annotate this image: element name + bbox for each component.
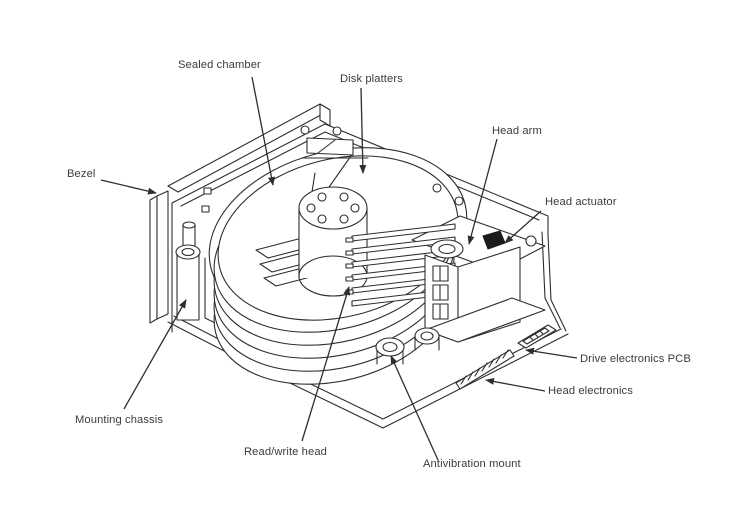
spindle-hub bbox=[298, 186, 368, 297]
drive-electronics-pcb bbox=[455, 324, 557, 390]
lid-screw bbox=[203, 187, 212, 195]
read-write-head-slider bbox=[345, 263, 354, 269]
label-bezel: Bezel bbox=[67, 168, 96, 180]
label-antivibration-mount: Antivibration mount bbox=[423, 458, 521, 470]
callout-sealed-chamber: Sealed chamber bbox=[178, 59, 275, 186]
read-write-head-slider bbox=[345, 250, 354, 256]
callout-mounting-chassis: Mounting chassis bbox=[75, 299, 187, 426]
label-head-arm: Head arm bbox=[492, 125, 542, 137]
callout-head-electronics: Head electronics bbox=[485, 378, 633, 397]
chassis-lid bbox=[167, 103, 549, 333]
read-write-head-slider bbox=[345, 237, 354, 243]
callout-head-arm: Head arm bbox=[467, 125, 542, 245]
left-mounting-post bbox=[175, 221, 201, 321]
label-mounting-chassis: Mounting chassis bbox=[75, 414, 163, 426]
label-drive-electronics-pcb: Drive electronics PCB bbox=[580, 353, 691, 365]
antivibration-mounts bbox=[375, 327, 440, 365]
lid-screw bbox=[201, 205, 210, 213]
callout-disk-platters: Disk platters bbox=[340, 73, 403, 174]
callouts: Sealed chamber Disk platters Head arm He… bbox=[67, 59, 691, 470]
label-head-electronics: Head electronics bbox=[548, 385, 633, 397]
label-disk-platters: Disk platters bbox=[340, 73, 403, 85]
label-head-actuator: Head actuator bbox=[545, 196, 617, 208]
head-actuator-assembly bbox=[424, 230, 546, 343]
bezel-part bbox=[149, 190, 169, 324]
callout-read-write-head: Read/write head bbox=[244, 286, 351, 458]
lid-clamp-plate bbox=[201, 125, 464, 213]
head-electronics-hatch bbox=[460, 349, 509, 385]
callout-antivibration-mount: Antivibration mount bbox=[390, 355, 521, 470]
callout-head-actuator: Head actuator bbox=[504, 196, 617, 244]
callout-bezel: Bezel bbox=[67, 168, 157, 195]
callout-drive-electronics-pcb: Drive electronics PCB bbox=[525, 347, 691, 365]
label-sealed-chamber: Sealed chamber bbox=[178, 59, 261, 71]
label-read-write-head: Read/write head bbox=[244, 446, 327, 458]
read-write-head-slider bbox=[345, 276, 354, 282]
